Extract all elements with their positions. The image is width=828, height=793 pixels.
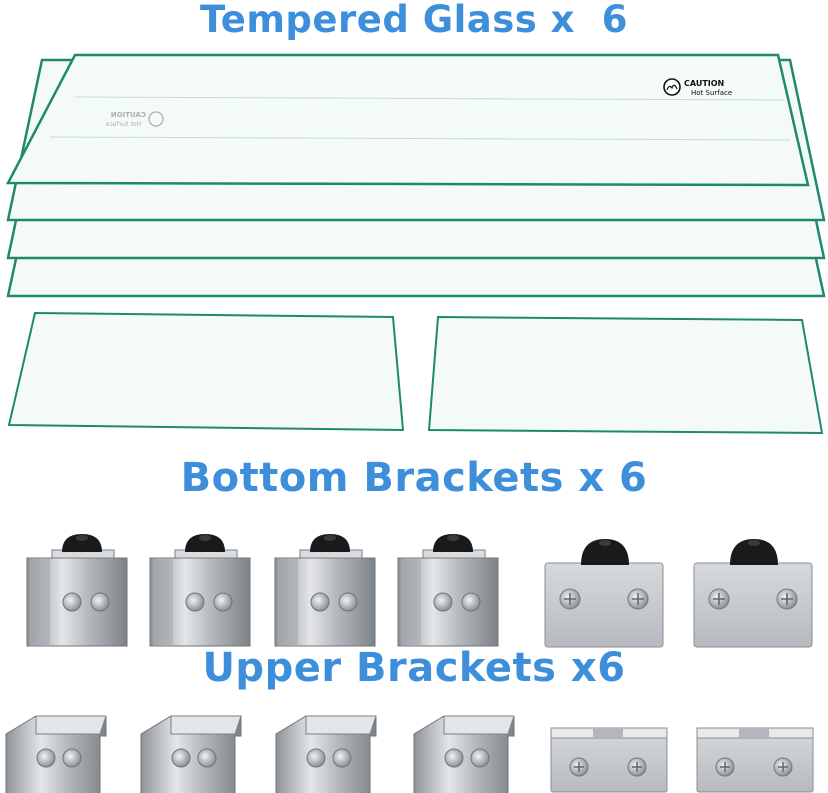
upper-bracket-plate-2 <box>696 727 814 793</box>
tempered-glass-heading: Tempered Glass x 6 <box>199 0 629 41</box>
upper-bracket-l-3 <box>275 715 377 793</box>
bottom-bracket-l-1 <box>26 534 128 647</box>
caution-title: CAUTION <box>684 79 724 88</box>
upper-bracket-l-4 <box>413 715 515 793</box>
upper-brackets-heading: Upper Brackets x6 <box>202 645 626 691</box>
bottom-bracket-plate-2 <box>693 539 813 648</box>
svg-text:Hot Surface: Hot Surface <box>105 121 141 128</box>
upper-bracket-l-1 <box>5 715 107 793</box>
hot-surface-icon <box>148 111 164 127</box>
caution-subtitle: Hot Surface <box>691 89 732 97</box>
svg-text:CAUTION: CAUTION <box>111 111 146 119</box>
bottom-bracket-plate-1 <box>544 539 664 648</box>
glass-panel-short-right <box>427 315 824 435</box>
glass-panel-short-left <box>7 311 405 432</box>
glass-panel-top <box>5 53 810 187</box>
caution-label-mirrored: CAUTION Hot Surface <box>105 111 164 128</box>
bottom-bracket-l-4 <box>397 534 499 647</box>
caution-label: CAUTION Hot Surface <box>663 78 732 97</box>
bottom-bracket-l-2 <box>149 534 251 647</box>
bottom-brackets-heading: Bottom Brackets x 6 <box>180 455 648 501</box>
bottom-bracket-l-3 <box>274 534 376 647</box>
upper-bracket-plate-1 <box>550 727 668 793</box>
upper-bracket-l-2 <box>140 715 242 793</box>
